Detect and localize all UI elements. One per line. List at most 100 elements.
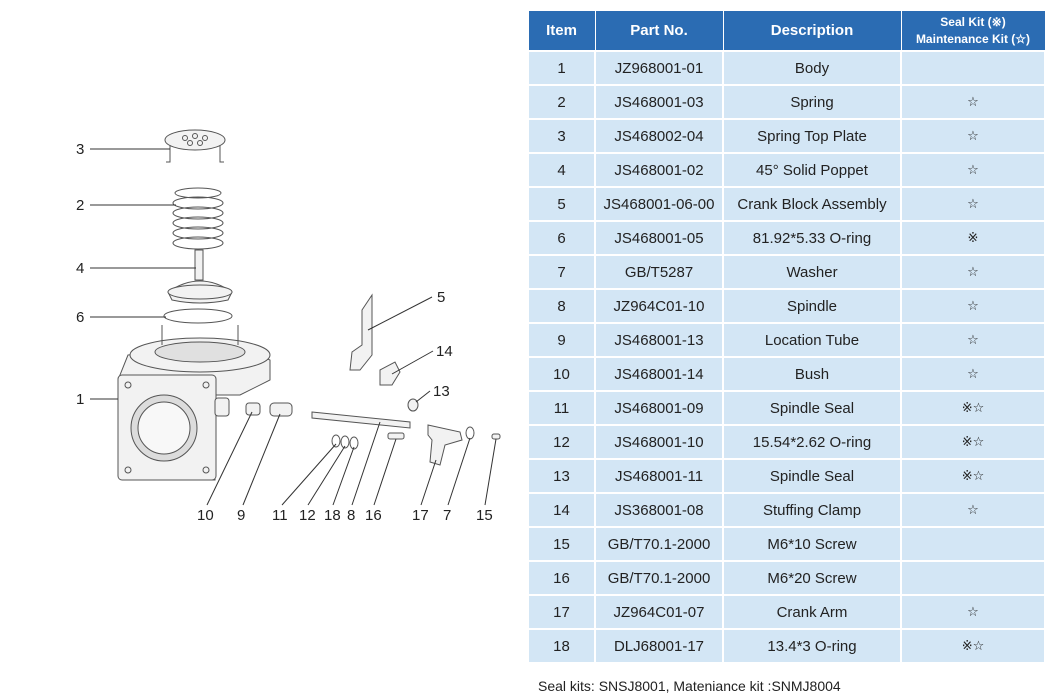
cell-part-no: JS368001-08 [594, 492, 724, 528]
cell-item: 1 [527, 50, 596, 86]
cell-kit: ☆ [900, 594, 1046, 630]
header-item: Item [527, 10, 596, 52]
location-tube-part [269, 402, 293, 417]
callout-6: 6 [76, 309, 84, 326]
kit-footnote: Seal kits: SNSJ8001, Mateniance kit :SNM… [538, 678, 841, 694]
table-header-row: Item Part No. Description Seal Kit (※) M… [527, 10, 1046, 52]
cell-kit: ☆ [900, 152, 1046, 188]
cell-description: Stuffing Clamp [722, 492, 902, 528]
callout-9: 9 [237, 507, 245, 524]
cell-part-no: JZ968001-01 [594, 50, 724, 86]
spindle-seal-part [407, 398, 419, 412]
cell-description: Spindle Seal [722, 458, 902, 494]
cell-description: Washer [722, 254, 902, 290]
cell-part-no: DLJ68001-17 [594, 628, 724, 664]
cell-part-no: GB/T70.1-2000 [594, 560, 724, 596]
washer-part [465, 426, 475, 440]
cell-item: 4 [527, 152, 596, 188]
cell-part-no: JS468001-14 [594, 356, 724, 392]
cell-item: 10 [527, 356, 596, 392]
spring-part [172, 187, 224, 250]
callout-15: 15 [476, 507, 493, 524]
cell-part-no: JS468001-06-00 [594, 186, 724, 222]
cell-kit: ☆ [900, 84, 1046, 120]
cell-item: 6 [527, 220, 596, 256]
cell-kit: ※ [900, 220, 1046, 256]
cell-kit [900, 560, 1046, 596]
leader-lines [90, 148, 497, 506]
o-ring-part [163, 308, 233, 324]
screw-part [387, 432, 405, 440]
cell-kit: ※☆ [900, 458, 1046, 494]
cell-description: Spring Top Plate [722, 118, 902, 154]
callout-2: 2 [76, 197, 84, 214]
cell-part-no: JS468001-03 [594, 84, 724, 120]
cell-part-no: JS468001-02 [594, 152, 724, 188]
callout-5: 5 [437, 289, 445, 306]
cell-description: M6*10 Screw [722, 526, 902, 562]
header-description: Description [722, 10, 902, 52]
cell-kit: ☆ [900, 254, 1046, 290]
cell-description: Location Tube [722, 322, 902, 358]
callout-8: 8 [347, 507, 355, 524]
cell-description: Spring [722, 84, 902, 120]
header-maintenance-kit: Maintenance Kit (☆) [915, 31, 1031, 46]
cell-description: 13.4*3 O-ring [722, 628, 902, 664]
cell-item: 16 [527, 560, 596, 596]
cell-part-no: JS468001-11 [594, 458, 724, 494]
stuffing-clamp-part [379, 361, 401, 386]
cell-description: Body [722, 50, 902, 86]
callout-16: 16 [365, 507, 382, 524]
cell-part-no: JS468001-05 [594, 220, 724, 256]
cell-kit: ☆ [900, 356, 1046, 392]
cell-description: 81.92*5.33 O-ring [722, 220, 902, 256]
callout-17: 17 [412, 507, 429, 524]
callout-10: 10 [197, 507, 214, 524]
cell-item: 5 [527, 186, 596, 222]
cell-kit: ☆ [900, 186, 1046, 222]
cell-kit: ※☆ [900, 424, 1046, 460]
poppet-part [167, 249, 233, 304]
cell-part-no: JZ964C01-10 [594, 288, 724, 324]
bush-part [245, 402, 261, 416]
spindle-part [311, 411, 411, 429]
cell-description: M6*20 Screw [722, 560, 902, 596]
cell-description: Crank Arm [722, 594, 902, 630]
parts-table: Item Part No. Description Seal Kit (※) M… [527, 10, 1046, 664]
cell-item: 11 [527, 390, 596, 426]
callout-3: 3 [76, 141, 84, 158]
cell-item: 2 [527, 84, 596, 120]
cell-kit: ☆ [900, 322, 1046, 358]
callout-14: 14 [436, 343, 453, 360]
cell-kit: ※☆ [900, 390, 1046, 426]
header-kit: Seal Kit (※) Maintenance Kit (☆) [900, 10, 1046, 52]
callout-1: 1 [76, 391, 84, 408]
callout-7: 7 [443, 507, 451, 524]
cell-kit: ☆ [900, 118, 1046, 154]
cell-kit: ☆ [900, 492, 1046, 528]
cell-description: 45° Solid Poppet [722, 152, 902, 188]
cell-kit: ☆ [900, 288, 1046, 324]
cell-description: Spindle [722, 288, 902, 324]
crank-block-part [349, 293, 373, 371]
small-screw-part [491, 433, 501, 440]
cell-item: 14 [527, 492, 596, 528]
cell-description: Crank Block Assembly [722, 186, 902, 222]
callout-13: 13 [433, 383, 450, 400]
header-part-no: Part No. [594, 10, 724, 52]
cell-item: 15 [527, 526, 596, 562]
cell-description: Bush [722, 356, 902, 392]
callout-4: 4 [76, 260, 84, 277]
cell-kit [900, 50, 1046, 86]
